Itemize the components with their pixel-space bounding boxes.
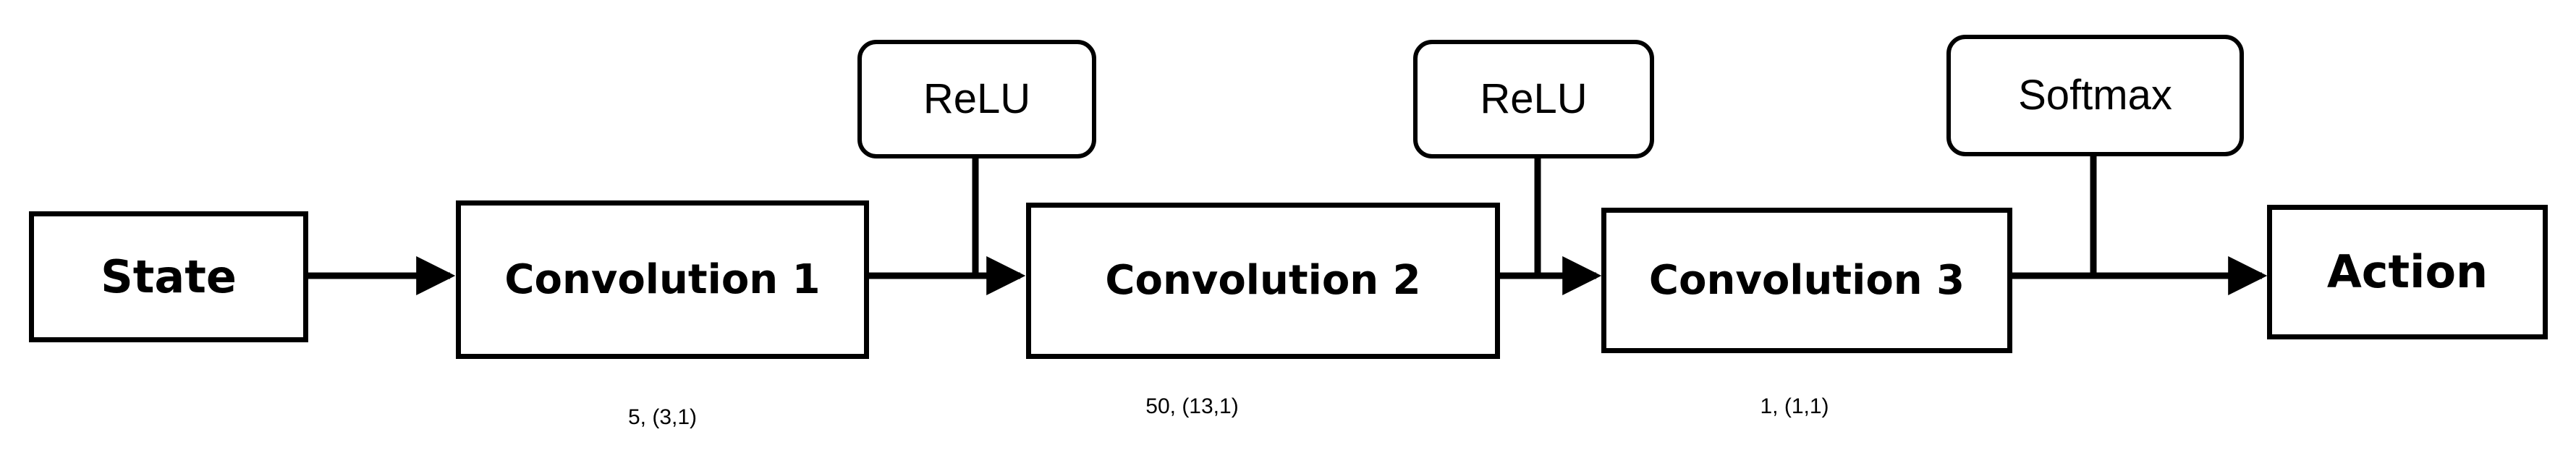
- node-state-label: State: [101, 250, 237, 303]
- node-relu-2[interactable]: ReLU: [1413, 40, 1654, 158]
- node-convolution-3-label: Convolution 3: [1648, 256, 1965, 304]
- node-convolution-1-label: Convolution 1: [504, 255, 821, 303]
- node-convolution-2[interactable]: Convolution 2: [1026, 203, 1500, 359]
- node-convolution-1[interactable]: Convolution 1: [456, 200, 869, 359]
- node-relu-1[interactable]: ReLU: [857, 40, 1096, 158]
- node-softmax[interactable]: Softmax: [1946, 35, 2244, 156]
- node-convolution-3[interactable]: Convolution 3: [1601, 208, 2012, 353]
- node-state[interactable]: State: [29, 211, 308, 342]
- node-softmax-label: Softmax: [2018, 72, 2172, 119]
- caption-convolution-1-params: 5, (3,1): [627, 405, 698, 429]
- caption-convolution-3-params: 1, (1,1): [1760, 394, 1829, 418]
- node-relu-2-label: ReLU: [1480, 75, 1588, 122]
- caption-convolution-2-params: 50, (13,1): [1145, 394, 1239, 418]
- node-convolution-2-label: Convolution 2: [1105, 257, 1421, 304]
- node-relu-1-label: ReLU: [923, 75, 1031, 122]
- node-action[interactable]: Action: [2267, 205, 2548, 339]
- node-action-label: Action: [2326, 245, 2488, 298]
